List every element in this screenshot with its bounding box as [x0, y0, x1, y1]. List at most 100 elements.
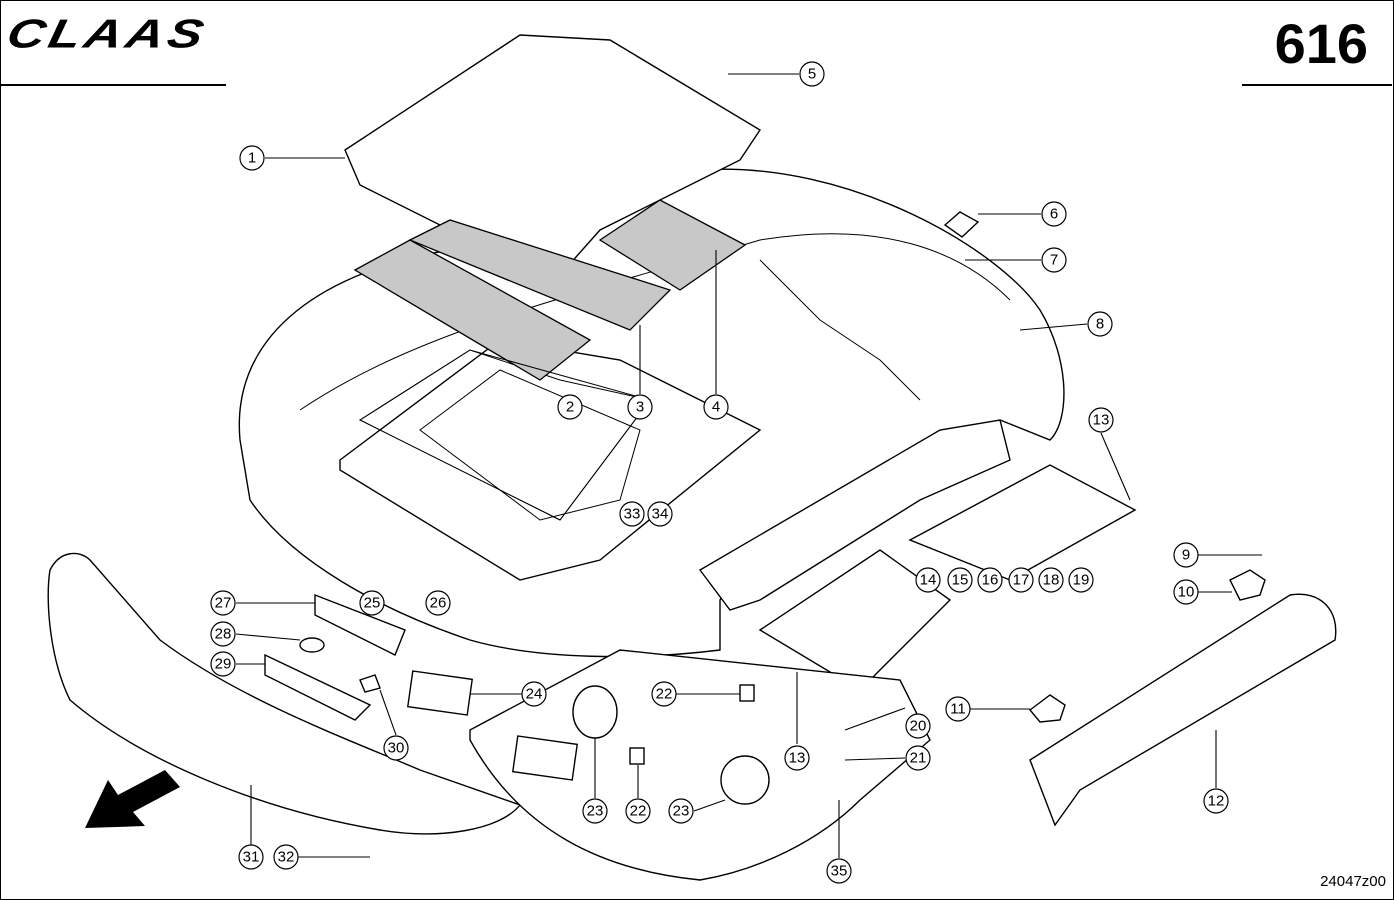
roof-rib-2: [759, 259, 921, 401]
svg-text:23: 23: [673, 803, 690, 820]
header-rule-right: [1242, 84, 1392, 86]
callout-16: 16: [977, 567, 1003, 593]
svg-text:19: 19: [1073, 572, 1090, 589]
svg-text:6: 6: [1050, 206, 1058, 223]
filter-mat-4: [598, 199, 747, 291]
callout-20: 20: [905, 713, 931, 739]
callout-5: 5: [799, 61, 825, 87]
filter-mat-2: [353, 239, 592, 381]
svg-text:2: 2: [566, 399, 574, 416]
callout-33: 33: [619, 501, 645, 527]
svg-text:25: 25: [364, 595, 381, 612]
svg-text:7: 7: [1050, 252, 1058, 269]
callout-4: 4: [703, 394, 729, 420]
callout-8: 8: [1087, 311, 1113, 337]
forward-direction-arrow: [85, 770, 180, 828]
callout-11: 11: [945, 696, 971, 722]
callout-12: 12: [1203, 788, 1229, 814]
callout-17: 17: [1008, 567, 1034, 593]
callout-10: 10: [1173, 579, 1199, 605]
callout-13-upper: 13: [1088, 407, 1114, 433]
svg-text:33: 33: [624, 506, 641, 523]
lens-28: [299, 637, 325, 653]
svg-text:12: 12: [1208, 793, 1225, 810]
drawing-code: 24047z00: [1320, 873, 1386, 890]
callout-6: 6: [1041, 201, 1067, 227]
svg-text:34: 34: [652, 506, 669, 523]
callout-35: 35: [826, 858, 852, 884]
svg-text:9: 9: [1182, 547, 1190, 564]
svg-text:27: 27: [215, 595, 232, 612]
callout-32: 32: [273, 844, 299, 870]
holder-11: [1028, 694, 1066, 723]
svg-text:24: 24: [526, 686, 543, 703]
callout-24: 24: [521, 681, 547, 707]
svg-text:31: 31: [243, 849, 260, 866]
svg-text:35: 35: [831, 863, 848, 880]
svg-text:32: 32: [278, 849, 295, 866]
svg-text:17: 17: [1013, 572, 1030, 589]
page-number: 616: [1274, 12, 1368, 75]
holder-10: [1229, 569, 1266, 601]
front-lower-panel: [47, 552, 522, 835]
callout-22-lower: 22: [625, 798, 651, 824]
svg-text:22: 22: [630, 803, 647, 820]
bracket-30: [359, 674, 381, 693]
callout-13-lower: 13: [784, 745, 810, 771]
clip-22b: [629, 747, 645, 765]
svg-text:11: 11: [950, 701, 966, 718]
clip-22a: [739, 684, 755, 702]
callout-29: 29: [210, 651, 236, 677]
callout-21: 21: [905, 745, 931, 771]
grommet-23b: [720, 755, 770, 805]
callout-26: 26: [425, 590, 451, 616]
svg-text:18: 18: [1043, 572, 1060, 589]
svg-text:23: 23: [587, 803, 604, 820]
air-duct-housing: [698, 419, 1011, 611]
callout-27: 27: [210, 590, 236, 616]
callout-18: 18: [1038, 567, 1064, 593]
filter-mat-3: [408, 219, 672, 331]
header-rule-left: [0, 84, 226, 86]
callout-19: 19: [1068, 567, 1094, 593]
svg-text:4: 4: [712, 399, 720, 416]
svg-text:30: 30: [388, 740, 405, 757]
switch-panel-27: [314, 593, 406, 656]
vent-frame-24a: [406, 670, 474, 716]
svg-text:10: 10: [1178, 584, 1195, 601]
inner-frame-2: [419, 369, 641, 521]
svg-text:13: 13: [1093, 412, 1110, 429]
top-cover-plate: [344, 34, 761, 276]
callout-23-left: 23: [582, 798, 608, 824]
callout-9: 9: [1173, 542, 1199, 568]
callout-31: 31: [238, 844, 264, 870]
svg-text:1: 1: [248, 150, 256, 167]
svg-text:28: 28: [215, 626, 232, 643]
callout-23-right: 23: [668, 798, 694, 824]
callout-14: 14: [915, 567, 941, 593]
callout-2: 2: [557, 394, 583, 420]
panel-29: [264, 653, 372, 721]
svg-text:14: 14: [920, 572, 937, 589]
callout-15: 15: [947, 567, 973, 593]
side-cover: [1029, 593, 1337, 827]
svg-text:13: 13: [789, 750, 806, 767]
callout-22-upper: 22: [651, 681, 677, 707]
callout-1: 1: [239, 145, 265, 171]
svg-text:22: 22: [656, 686, 673, 703]
svg-text:20: 20: [910, 718, 927, 735]
svg-text:15: 15: [952, 572, 969, 589]
svg-text:29: 29: [215, 656, 232, 673]
filter-cassette-lower: [758, 549, 952, 691]
callout-3: 3: [627, 394, 653, 420]
svg-text:26: 26: [430, 595, 447, 612]
callout-28: 28: [210, 621, 236, 647]
svg-text:3: 3: [636, 399, 644, 416]
plate-6: [943, 211, 980, 238]
svg-text:8: 8: [1096, 316, 1104, 333]
callout-30: 30: [383, 735, 409, 761]
callout-34: 34: [647, 501, 673, 527]
svg-text:16: 16: [982, 572, 999, 589]
callout-25: 25: [359, 590, 385, 616]
